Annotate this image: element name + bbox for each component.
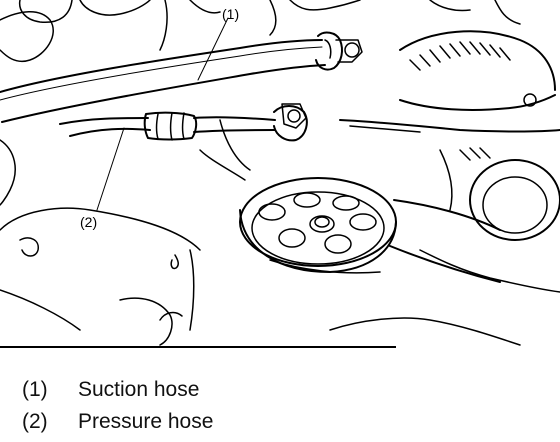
callout-2: (2) [80, 214, 98, 230]
legend-number: (2) [22, 410, 48, 433]
callout-1: (1) [222, 6, 240, 22]
legend-label: Pressure hose [78, 410, 214, 433]
legend-label: Suction hose [78, 378, 200, 401]
engine-line-drawing [0, 0, 560, 348]
legend-item: (2) Pressure hose [22, 410, 542, 442]
legend-number: (1) [22, 378, 48, 401]
legend-item: (1) Suction hose [22, 378, 542, 410]
legend: (1) Suction hose (2) Pressure hose [22, 378, 542, 442]
